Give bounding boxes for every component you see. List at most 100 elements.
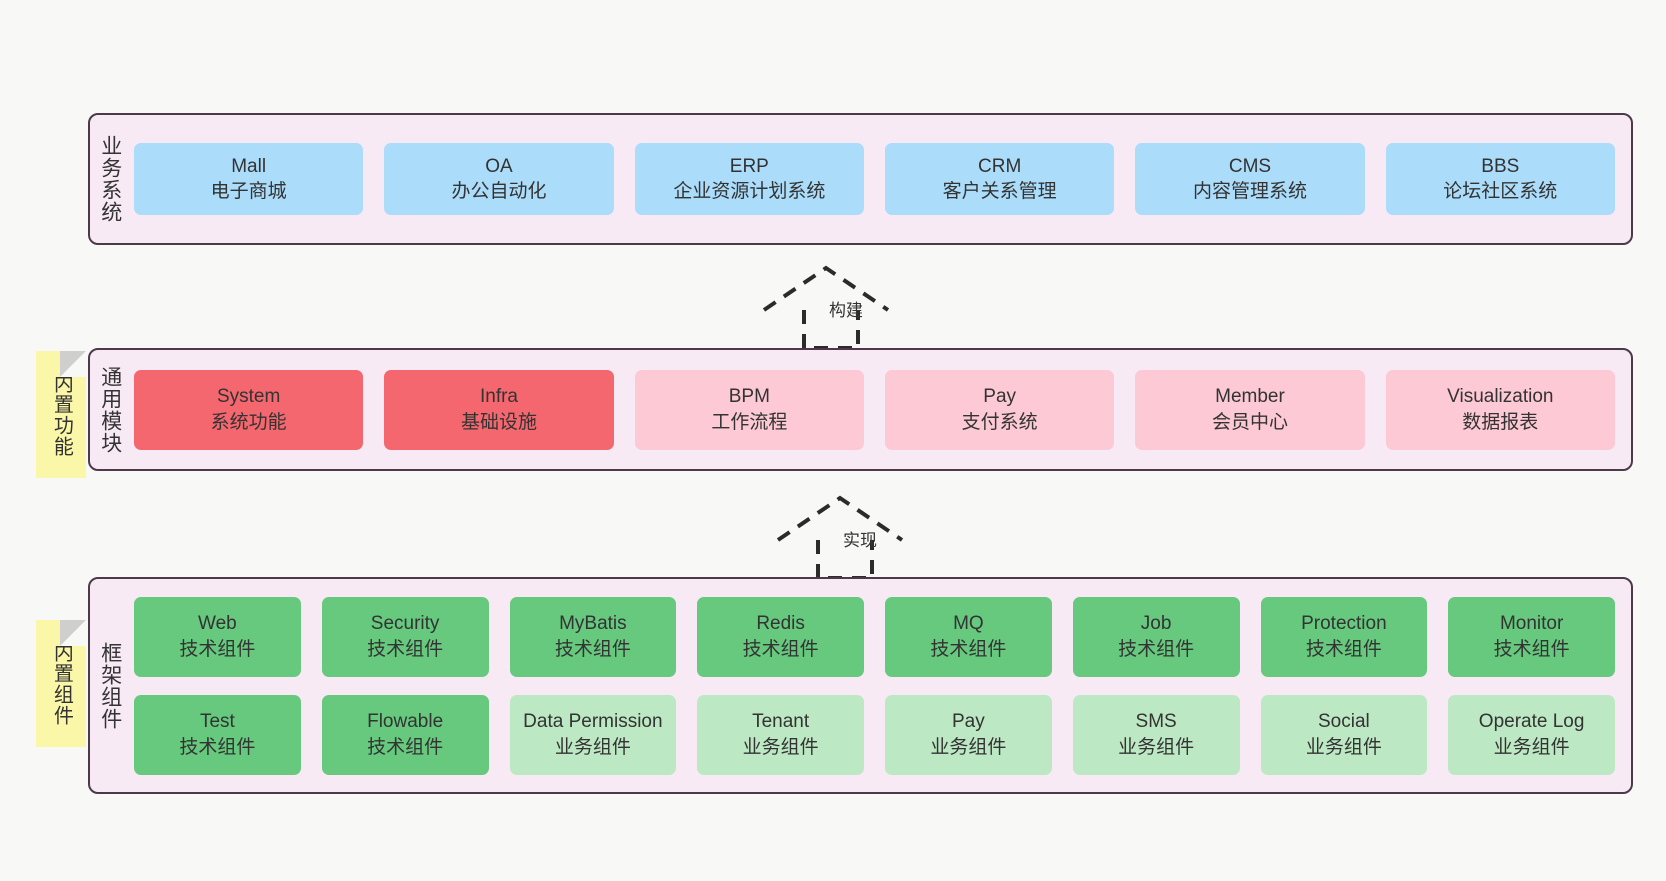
sticky-note-text: 内置功能 [50,372,73,457]
card-social[interactable]: Social 业务组件 [1260,694,1428,775]
card-subtitle: 办公自动化 [451,181,547,202]
card-subtitle: 会员中心 [1211,411,1288,433]
card-subtitle: 业务组件 [930,736,1007,758]
sticky-note-text: 内置组件 [50,641,73,726]
card-redis[interactable]: Redis 技术组件 [697,596,864,677]
card-subtitle: 业务组件 [554,736,631,758]
card-row: Mall 电子商城 OA 办公自动化 ERP 企业资源计划系统 CRM 客户关系… [134,143,1615,215]
card-mall[interactable]: Mall 电子商城 [134,143,364,215]
card-subtitle: 数据报表 [1462,411,1539,433]
card-cms[interactable]: CMS 内容管理系统 [1135,143,1365,215]
layer-framework-components: 框架组件 Web 技术组件 Security 技术组件 MyBatis 技术组件… [88,577,1633,794]
card-subtitle: 技术组件 [367,736,444,758]
card-title: Security [370,613,440,635]
card-security[interactable]: Security 技术组件 [321,596,489,677]
card-subtitle: 客户关系管理 [942,181,1057,202]
card-bpm[interactable]: BPM 工作流程 [634,369,864,450]
card-subtitle: 业务组件 [742,736,819,758]
card-monitor[interactable]: Monitor 技术组件 [1448,596,1615,677]
layer-title-business-system: 业务系统 [98,135,122,223]
connector-label-implement: 实现 [843,531,877,550]
card-title: CRM [978,155,1022,177]
card-title: CMS [1228,155,1272,177]
card-subtitle: 内容管理系统 [1192,181,1307,202]
card-subtitle: 技术组件 [1305,638,1382,660]
card-bbs[interactable]: BBS 论坛社区系统 [1385,143,1615,215]
card-sms[interactable]: SMS 业务组件 [1072,694,1240,775]
layer-title-framework-components: 框架组件 [98,641,122,730]
card-subtitle: 技术组件 [367,638,444,660]
card-title: Operate Log [1478,711,1585,733]
connector-implement: 实现 [772,488,948,580]
card-title: MyBatis [559,613,627,635]
card-group-business-system: Mall 电子商城 OA 办公自动化 ERP 企业资源计划系统 CRM 客户关系… [130,115,1631,243]
card-erp[interactable]: ERP 企业资源计划系统 [634,143,864,215]
card-subtitle: 技术组件 [742,638,819,660]
card-web[interactable]: Web 技术组件 [134,596,301,677]
card-crm[interactable]: CRM 客户关系管理 [884,143,1115,215]
card-pay-component[interactable]: Pay 业务组件 [885,694,1052,775]
card-title: Social [1318,711,1370,733]
card-title: ERP [729,155,769,177]
connector-build: 构建 [758,258,934,350]
card-group-common-modules: System 系统功能 Infra 基础设施 BPM 工作流程 Pay 支付系统… [130,350,1631,469]
card-job[interactable]: Job 技术组件 [1072,596,1240,677]
card-subtitle: 业务组件 [1493,736,1570,758]
generalization-arrow-icon [776,495,904,580]
card-subtitle: 企业资源计划系统 [673,181,826,202]
card-title: SMS [1135,711,1177,733]
card-title: Flowable [367,711,444,733]
card-title: Mall [231,155,267,177]
card-title: Visualization [1447,386,1554,408]
card-subtitle: 技术组件 [554,638,631,660]
card-subtitle: 技术组件 [179,638,256,660]
card-title: BPM [728,386,770,408]
card-oa[interactable]: OA 办公自动化 [384,143,614,215]
card-title: Web [198,613,237,635]
card-visualization[interactable]: Visualization 数据报表 [1385,369,1615,450]
layer-title-common-modules: 通用模块 [98,365,122,454]
card-member[interactable]: Member 会员中心 [1135,369,1365,450]
card-title: Member [1215,386,1285,408]
card-subtitle: 技术组件 [179,736,256,758]
card-title: Data Permission [523,711,663,733]
card-mq[interactable]: MQ 技术组件 [885,596,1052,677]
card-subtitle: 技术组件 [930,638,1007,660]
card-protection[interactable]: Protection 技术组件 [1260,596,1428,677]
card-subtitle: 业务组件 [1305,736,1382,758]
card-test[interactable]: Test 技术组件 [134,694,301,775]
sticky-note-builtin-function: 内置功能 [36,351,86,478]
card-subtitle: 基础设施 [460,411,537,433]
card-operate-log[interactable]: Operate Log 业务组件 [1448,694,1615,775]
card-title: Monitor [1499,613,1564,635]
card-flowable[interactable]: Flowable 技术组件 [321,694,489,775]
card-title: Test [199,711,235,733]
card-title: Pay [952,711,985,733]
sticky-note-builtin-component: 内置组件 [36,620,86,747]
card-tenant[interactable]: Tenant 业务组件 [697,694,864,775]
generalization-arrow-icon [762,265,890,350]
card-subtitle: 系统功能 [210,411,287,433]
card-title: Tenant [752,711,810,733]
card-infra[interactable]: Infra 基础设施 [384,369,614,450]
card-subtitle: 技术组件 [1493,638,1570,660]
layer-business-system: 业务系统 Mall 电子商城 OA 办公自动化 ERP 企业资源计划系统 CRM… [88,113,1633,245]
card-subtitle: 支付系统 [961,411,1038,433]
card-row: Test 技术组件 Flowable 技术组件 Data Permission … [134,694,1615,775]
card-subtitle: 电子商城 [210,181,287,202]
card-data-permission[interactable]: Data Permission 业务组件 [509,694,677,775]
card-title: Protection [1301,613,1387,635]
card-mybatis[interactable]: MyBatis 技术组件 [509,596,677,677]
card-subtitle: 技术组件 [1118,638,1195,660]
card-title: BBS [1481,155,1520,177]
card-subtitle: 论坛社区系统 [1443,181,1558,202]
card-system[interactable]: System 系统功能 [134,369,364,450]
card-subtitle: 业务组件 [1118,736,1195,758]
card-title: Redis [756,613,805,635]
card-title: Pay [983,386,1017,408]
card-title: Job [1140,613,1172,635]
card-title: Infra [479,386,518,408]
card-row: System 系统功能 Infra 基础设施 BPM 工作流程 Pay 支付系统… [134,369,1615,450]
card-pay-module[interactable]: Pay 支付系统 [884,369,1115,450]
card-row: Web 技术组件 Security 技术组件 MyBatis 技术组件 Redi… [134,596,1615,677]
